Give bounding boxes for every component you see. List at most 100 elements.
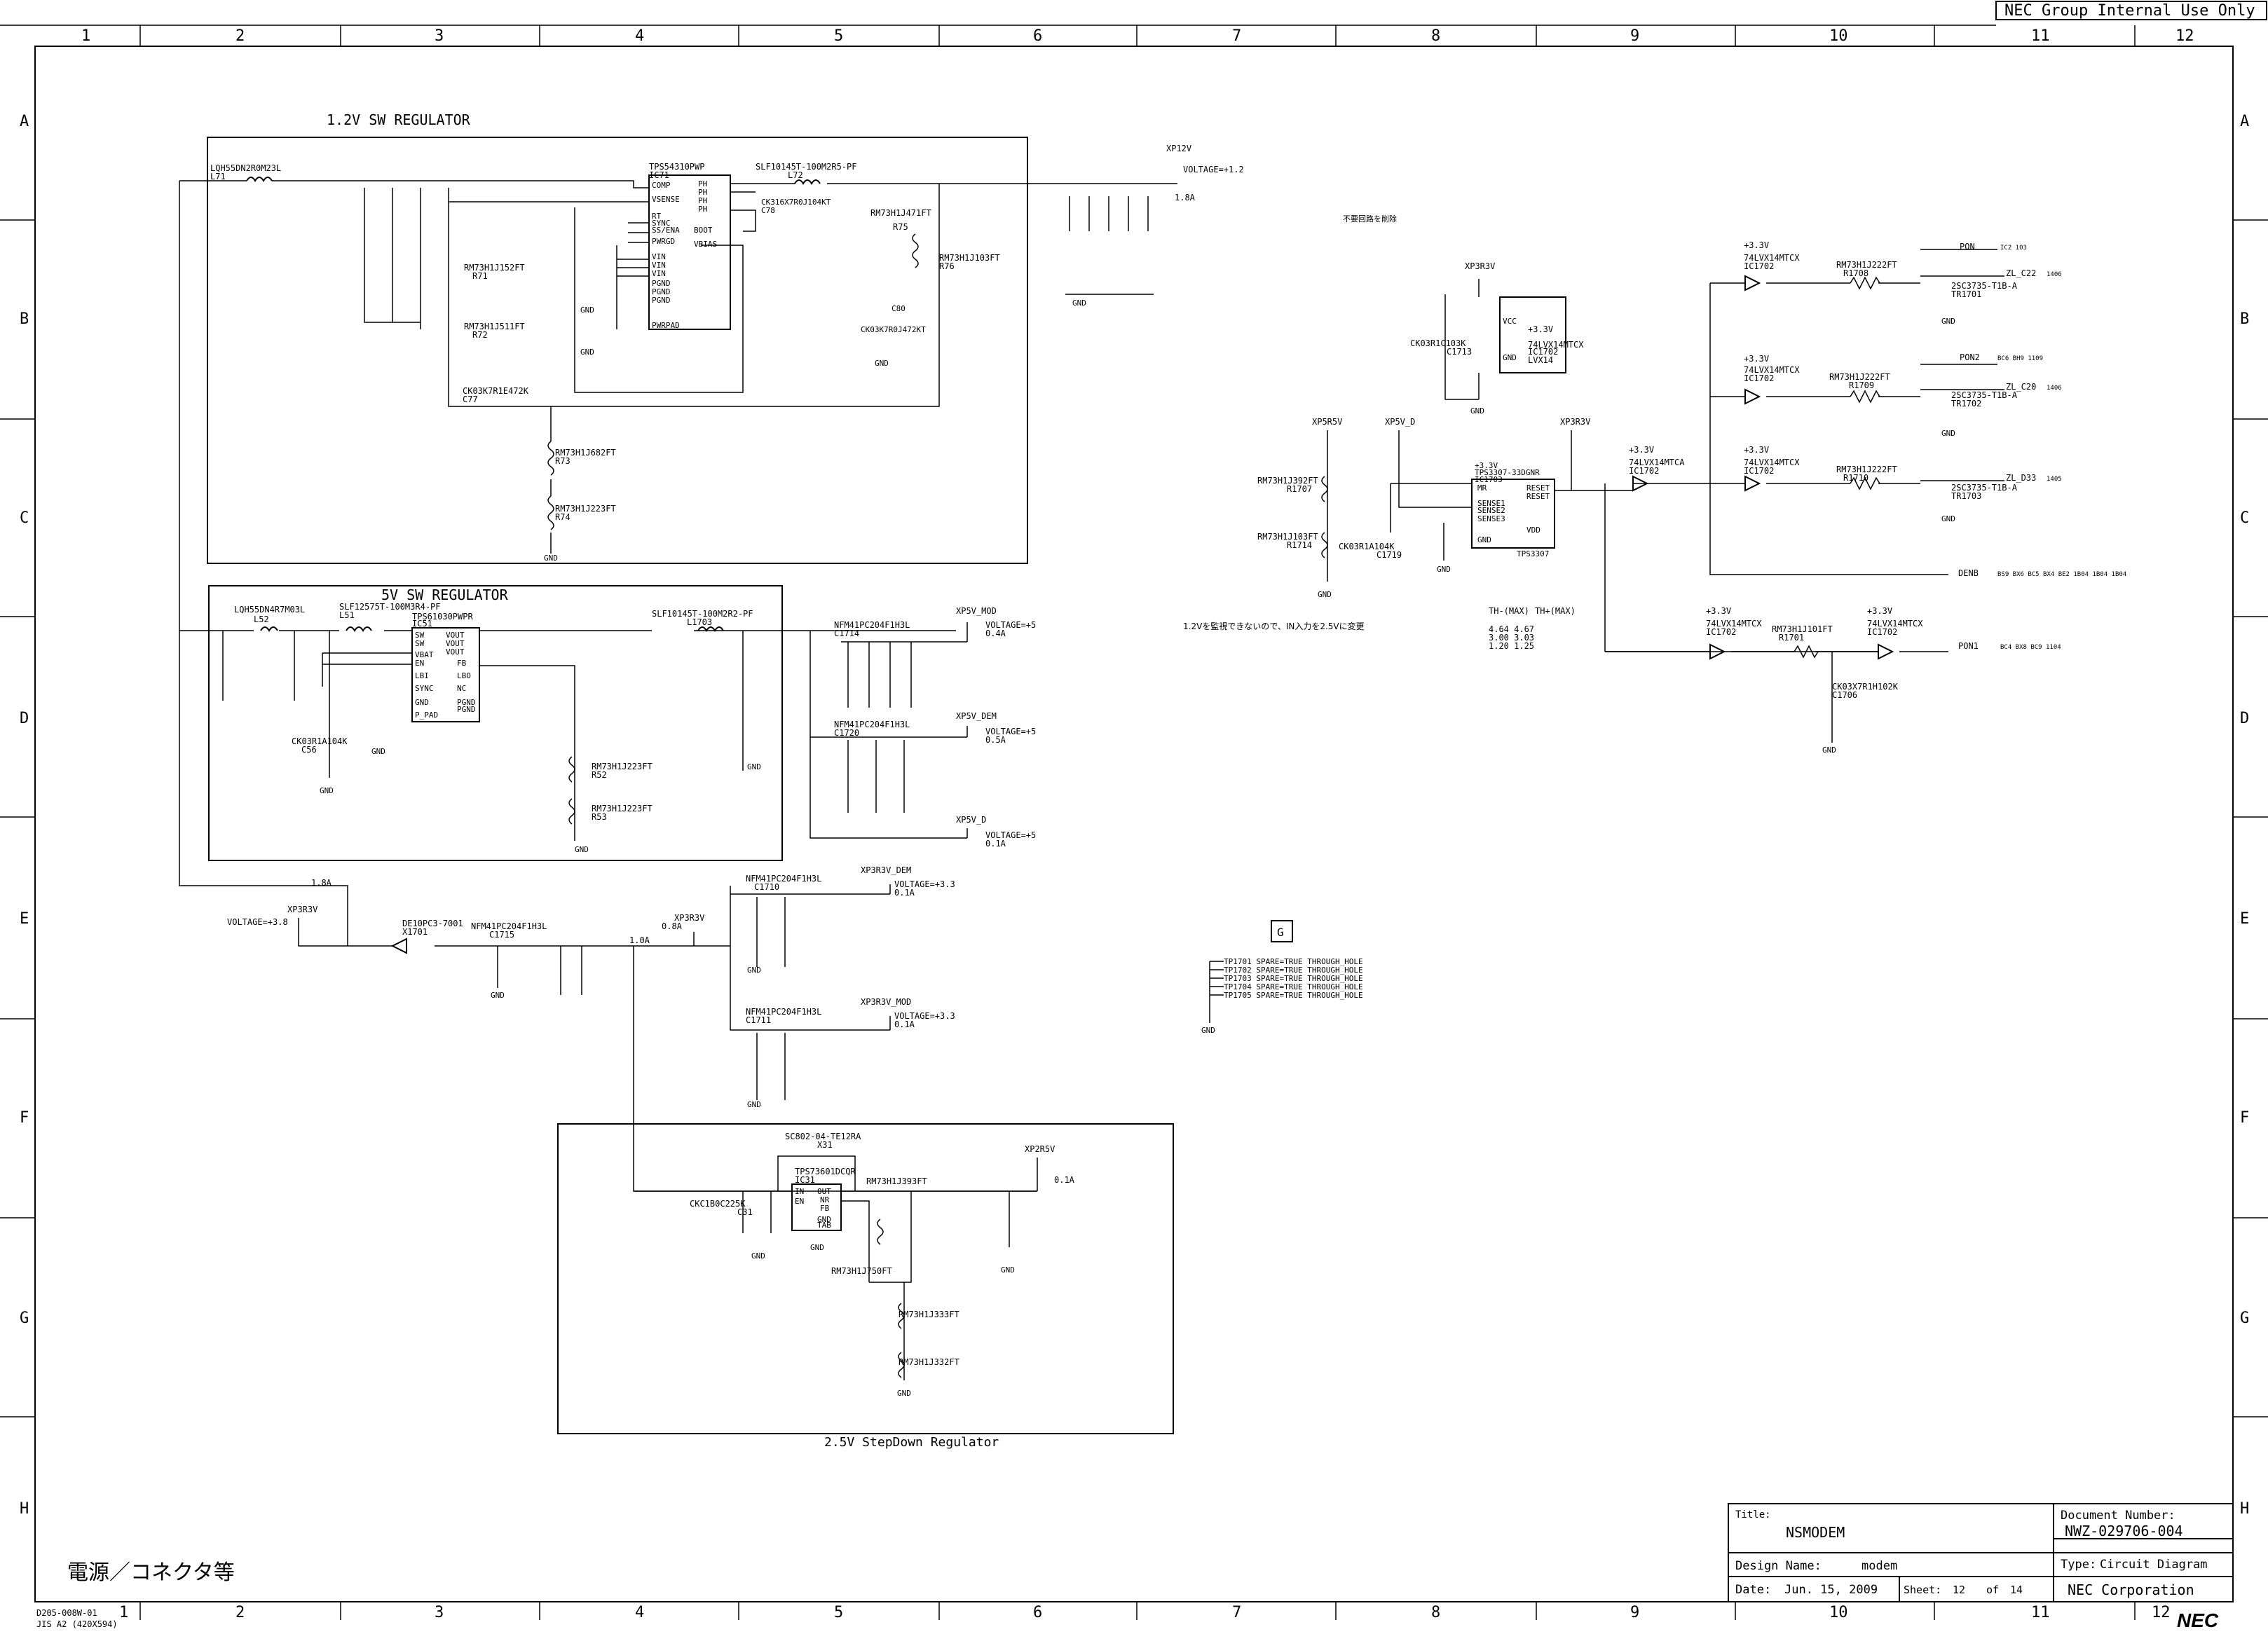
- pins-reset: RESET: [1526, 492, 1550, 501]
- notes-th_head2: TH+(MAX): [1535, 606, 1576, 616]
- pins-p_pad: P_PAD: [415, 710, 438, 720]
- title_block-sheet: 12: [1953, 1584, 1965, 1596]
- parts-r1708: RM73H1J222FT: [1836, 260, 1897, 270]
- parts-c1711: NFM41PC204F1H3L: [746, 1007, 821, 1017]
- parts-tr1702: 2SC3735-T1B-A: [1951, 390, 2018, 400]
- reg12-box: [207, 137, 1028, 564]
- parts-c1706: CK03X7R1H102K: [1832, 682, 1899, 692]
- parts-ic1702e: 74LVX14MTCX: [1744, 458, 1800, 467]
- reg12-section: 1.2V SW REGULATOR LQH55DN2R0M23L L71 TPS…: [179, 111, 1244, 564]
- title-block: Title: NSMODEM Design Name: modem Date: …: [1728, 1503, 2234, 1631]
- pins-pgnd: PGND: [652, 279, 671, 288]
- pins-vin: VIN: [652, 261, 666, 270]
- pins-gnd: GND: [810, 1243, 824, 1252]
- footer-form2: JIS A2 (420X594): [36, 1619, 118, 1629]
- pins-pgnd: PGND: [457, 698, 476, 707]
- notes-denb_dest: BS9 BX6 BC5 BX4 BE2 1B04 1B04 1B04: [1997, 571, 2126, 578]
- rows-0: A: [20, 113, 29, 130]
- nets-xp3r3v_e: XP3R3V: [287, 905, 317, 914]
- pins-gnd: GND: [491, 991, 505, 1000]
- nets-v12: VOLTAGE=+1.2: [1183, 165, 1244, 174]
- columns-9: 10: [1829, 1604, 1848, 1621]
- columns-6: 7: [1232, 27, 1241, 45]
- notes-th_r2: 3.00 3.03: [1489, 633, 1534, 643]
- nets-p33: +3.3V: [1629, 445, 1654, 455]
- nets-xp5v_mod: XP5V_MOD: [956, 606, 997, 616]
- parts-ic31: TPS73601DCQR: [795, 1167, 856, 1176]
- pins-vsense: VSENSE: [652, 195, 680, 204]
- parts-tr1701: 2SC3735-T1B-A: [1951, 281, 2018, 291]
- pins-lbo: LBO: [457, 671, 471, 680]
- columns-9: 10: [1829, 27, 1848, 45]
- threshold-table: TH-(MAX) TH+(MAX) 4.64 4.67 3.00 3.03 1.…: [1489, 606, 1576, 651]
- g-box: [1271, 920, 1293, 942]
- parts-ic1702ar: IC1702: [1528, 347, 1558, 357]
- parts-r1707r: R1707: [1287, 484, 1312, 494]
- banner-box: [1995, 1, 2267, 20]
- parts-r53: RM73H1J223FT: [592, 804, 653, 813]
- parts-c1719r: C1719: [1376, 550, 1402, 560]
- parts-c1720: NFM41PC204F1H3L: [834, 720, 910, 729]
- pins-gnd: GND: [415, 698, 429, 707]
- parts-c1714: NFM41PC204F1H3L: [834, 620, 910, 630]
- test-points: G TP1701 SPARE=TRUE THROUGH_HOLE TP1702 …: [1201, 920, 1363, 1035]
- nets-a04: 0.4A: [985, 629, 1006, 638]
- pins-gnd: GND: [897, 1389, 911, 1398]
- columns-8: 9: [1630, 1604, 1639, 1621]
- parts-tr1703r: TR1703: [1951, 491, 1981, 501]
- pins-gnd: GND: [1941, 429, 1955, 438]
- columns-11: 12: [2175, 27, 2194, 45]
- pins-sense2: SENSE2: [1477, 506, 1505, 515]
- columns-7: 8: [1431, 1604, 1440, 1621]
- notes-pon_dest: IC2 103: [2000, 245, 2027, 252]
- l71-inductor: [246, 177, 273, 182]
- columns-0: 1: [119, 1604, 128, 1621]
- columns-7: 8: [1431, 27, 1440, 45]
- ic1703-body: [1471, 479, 1555, 549]
- rows-2: C: [20, 509, 29, 527]
- reg5-box: [208, 585, 783, 861]
- nets-xp3r3v_e2: XP3R3V: [674, 913, 704, 923]
- notes-tp_2: TP1702 SPARE=TRUE THROUGH_HOLE: [1224, 966, 1363, 975]
- parts-r1709: RM73H1J222FT: [1829, 372, 1890, 382]
- pins-fb: FB: [457, 659, 467, 668]
- nets-v5a: VOLTAGE=+5: [985, 830, 1036, 840]
- parts-l52r: L52: [254, 615, 269, 624]
- pins-gnd: GND: [747, 762, 761, 771]
- parts-r1714: RM73H1J103FT: [1257, 532, 1318, 542]
- nets-a01: 0.1A: [894, 888, 915, 898]
- parts-r31: RM73H1J393FT: [866, 1176, 927, 1186]
- parts-r1710r: R1710: [1843, 473, 1869, 483]
- parts-r1707: RM73H1J392FT: [1257, 476, 1318, 486]
- title_block-title_label: Title:: [1735, 1509, 1771, 1520]
- parts-r1710: RM73H1J222FT: [1836, 465, 1897, 474]
- parts-r1701r: R1701: [1779, 633, 1804, 643]
- pins-sense1: SENSE1: [1477, 499, 1505, 508]
- pins-sw: SW: [415, 631, 425, 640]
- nets-zl_c20: ZL_C20: [2006, 382, 2036, 392]
- parts-c1706r: C1706: [1832, 690, 1857, 700]
- pins-pgnd: PGND: [457, 705, 476, 714]
- notes-pon2_dest: BC6 BH9 1109: [1997, 355, 2043, 362]
- pins-gnd: GND: [817, 1215, 831, 1224]
- rows-2: C: [2240, 509, 2249, 527]
- parts-c1719: CK03R1A104K: [1339, 542, 1395, 551]
- parts-r1714r: R1714: [1287, 540, 1312, 550]
- pins-gnd: GND: [875, 359, 889, 368]
- pins-gnd: GND: [580, 348, 594, 357]
- columns-6: 7: [1232, 1604, 1241, 1621]
- notes-c20_dest: 1406: [2047, 385, 2062, 392]
- parts-ic51: TPS61030PWPR: [412, 612, 473, 622]
- pins-ph: PH: [698, 179, 707, 188]
- nets-xp5v_d2: XP5V_D: [956, 815, 986, 825]
- docnum-value: NWZ-029706-004: [2065, 1523, 2183, 1539]
- pins-tab: TAB: [817, 1221, 831, 1230]
- footer-jp-title: 電源／コネクタ等: [67, 1560, 235, 1585]
- columns-1: 2: [235, 27, 245, 45]
- parts-l71r: L71: [210, 172, 226, 181]
- pins-sync2: SYNC: [415, 684, 434, 693]
- parts-c80: CK03K7R0J472KT: [861, 325, 926, 334]
- parts-r71r: R71: [472, 271, 488, 281]
- pins-gnd: GND: [1941, 514, 1955, 523]
- nets-v5a: VOLTAGE=+5: [985, 727, 1036, 736]
